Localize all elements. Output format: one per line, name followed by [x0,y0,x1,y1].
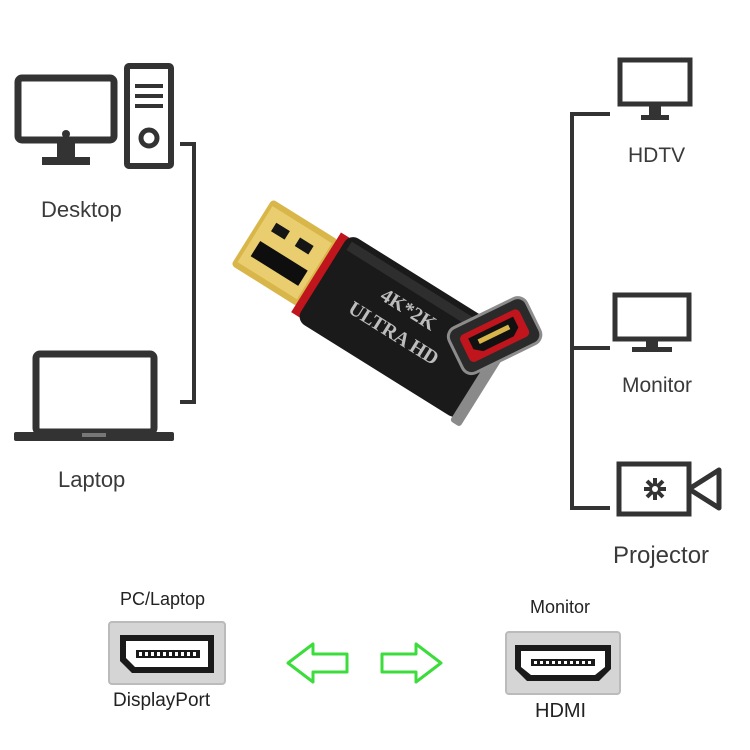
right-arrow-icon [378,641,444,685]
left-arrow-icon [285,641,351,685]
hdtv-label: HDTV [628,144,686,167]
source-caption: PC/Laptop [120,589,206,609]
laptop-icon [14,348,174,444]
right-bracket [566,110,616,514]
dp-to-hdmi-adapter: 4K*2K ULTRA HD [215,182,545,427]
target-caption: Monitor [530,597,591,617]
hdmi-port-icon [505,631,621,695]
target-port-label: HDMI [535,700,587,722]
source-port-label: DisplayPort [113,690,211,711]
monitor-icon [612,292,692,356]
projector-label: Projector [613,542,710,569]
hdtv-icon [617,57,693,125]
desktop-label: Desktop [41,197,122,222]
left-bracket [176,140,200,406]
laptop-label: Laptop [58,467,126,492]
projector-icon [615,460,725,518]
displayport-port-icon [108,621,226,685]
monitor-label: Monitor [622,374,693,397]
desktop-icon [14,62,179,174]
